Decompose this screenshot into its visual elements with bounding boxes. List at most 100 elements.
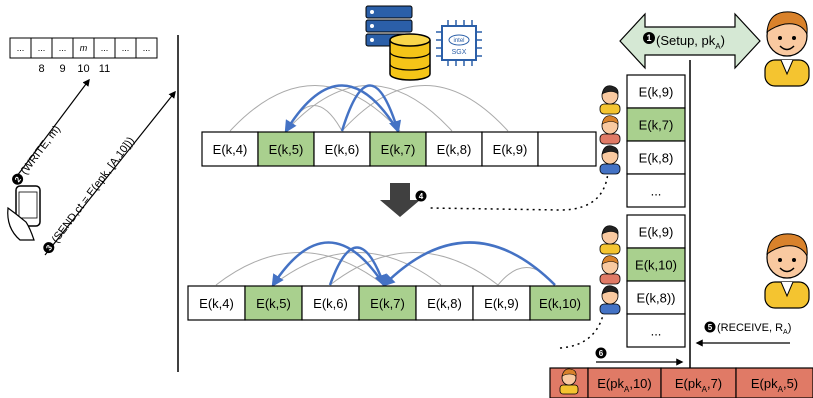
row-cell <box>313 131 371 167</box>
send-label: 3 (SEND,ct = E(epk, [A,10])) <box>43 135 137 254</box>
row-cell-label: E(k,10) <box>539 296 581 311</box>
queue-cell <box>626 74 686 109</box>
row-cell-label: E(k,4) <box>199 296 234 311</box>
queue-cell <box>626 247 686 282</box>
svg-text:(WRITE, m): (WRITE, m) <box>18 123 63 177</box>
svg-text:intel: intel <box>453 38 464 44</box>
memory-cell-label: ... <box>122 43 130 53</box>
top-row: E(k,4)E(k,5)E(k,6)E(k,7)E(k,8)E(k,9) <box>201 131 597 167</box>
memory-cell-label: m <box>80 43 88 53</box>
queue-cell-label: E(k,10) <box>635 258 677 273</box>
down-arrow-icon <box>380 183 420 217</box>
row-cell <box>537 131 597 167</box>
result-cell-label: E(pkA,7) <box>675 376 722 394</box>
svg-text:(SEND,ct = E(epk, [A,10])): (SEND,ct = E(epk, [A,10])) <box>50 135 137 245</box>
queue-cell-label: E(k,7) <box>639 118 674 133</box>
blue-arc <box>382 241 556 287</box>
queue-cell-label: ... <box>651 184 662 199</box>
row-cell-label: E(k,7) <box>370 296 405 311</box>
queue-cell <box>626 214 686 249</box>
row-cell <box>425 131 483 167</box>
blue-arc <box>328 246 387 288</box>
svg-text:2: 2 <box>13 175 23 184</box>
memory-cell-label: ... <box>143 43 151 53</box>
memory-index: 11 <box>99 63 110 75</box>
person-icon <box>599 115 621 145</box>
row-cell-label: E(k,9) <box>493 142 528 157</box>
step6-marker: 6 <box>595 347 607 359</box>
gray-arc <box>229 85 401 132</box>
memory-cell-label: ... <box>38 43 46 53</box>
svg-text:(RECEIVE, RA): (RECEIVE, RA) <box>717 322 791 336</box>
row-cell <box>301 285 360 321</box>
row-cell-label: E(k,8) <box>437 142 472 157</box>
memory-strip: ......... m......... <box>9 37 158 59</box>
blue-arc <box>340 84 402 134</box>
svg-text:SGX: SGX <box>452 49 467 56</box>
row-cell-label: E(k,4) <box>213 142 248 157</box>
row-cell-label: E(k,9) <box>484 296 519 311</box>
row-cell-label: E(k,5) <box>256 296 291 311</box>
queue-bottom-avatars <box>599 225 621 315</box>
row-cell <box>201 131 259 167</box>
queue-cell <box>626 313 686 348</box>
person-icon <box>599 225 621 255</box>
svg-text:(Setup, pkA): (Setup, pkA) <box>656 33 725 51</box>
row-cell-label: E(k,7) <box>381 142 416 157</box>
svg-text:4: 4 <box>419 192 424 201</box>
row-cell <box>257 131 315 167</box>
receive-label: 5 (RECEIVE, RA) <box>704 321 791 336</box>
database-icon <box>389 33 431 81</box>
row-cell <box>244 285 303 321</box>
queue-cell-label: E(k,9) <box>639 85 674 100</box>
result-cell-label: E(pkA,10) <box>597 376 651 394</box>
top-row-arcs <box>229 84 509 134</box>
write-arrow <box>13 78 90 181</box>
row-cell <box>481 131 539 167</box>
bottom-row-arcs <box>215 241 556 288</box>
queue-bottom: E(k,9)E(k,10)E(k,8))... <box>626 214 686 348</box>
row-cell-label: E(k,8) <box>427 296 462 311</box>
gray-arc <box>329 252 499 286</box>
memory-cell-label: ... <box>17 43 25 53</box>
memory-cell-label: ... <box>59 43 67 53</box>
memory-index: 9 <box>59 63 65 75</box>
memory-cell <box>135 37 158 59</box>
result-cell <box>735 367 813 398</box>
memory-indices: 8 9 10 11 <box>38 63 110 75</box>
queue-cell-label: ... <box>651 324 662 339</box>
step4-marker: 4 <box>415 190 427 202</box>
setup-arrow: 1 (Setup, pkA) <box>619 12 761 70</box>
queue-cell <box>626 173 686 208</box>
row-cell-label: E(k,6) <box>325 142 360 157</box>
queue-top: E(k,9)E(k,7)E(k,8)... <box>626 74 686 208</box>
gray-arc <box>272 252 442 286</box>
svg-text:3: 3 <box>44 243 54 252</box>
person-icon <box>599 145 621 175</box>
blue-arc <box>271 241 386 288</box>
svg-text:6: 6 <box>599 349 604 358</box>
row-cell-label: E(k,6) <box>313 296 348 311</box>
person-icon <box>559 368 579 395</box>
svg-text:1: 1 <box>646 33 651 43</box>
row-cell <box>358 285 417 321</box>
send-arrow <box>44 90 176 256</box>
user-avatar-top <box>764 11 810 87</box>
queue-cell-label: E(k,8)) <box>637 291 676 306</box>
memory-index: 8 <box>38 63 44 75</box>
memory-index: 10 <box>77 63 89 75</box>
gray-arc <box>215 252 385 286</box>
row-cell <box>529 285 591 321</box>
memory-cell-label: ... <box>101 43 109 53</box>
queue-cell <box>626 280 686 315</box>
write-label: 2 (WRITE, m) <box>12 123 63 185</box>
blue-arc <box>284 84 400 134</box>
person-icon <box>599 285 621 315</box>
result-row: E(pkA,10) E(pkA,7) E(pkA,5) <box>549 367 813 398</box>
row-cell <box>369 131 427 167</box>
gray-arc <box>285 85 453 132</box>
result-cell-label: E(pkA,5) <box>751 376 798 394</box>
user-avatar-bottom <box>764 233 810 309</box>
row-cell <box>187 285 246 321</box>
